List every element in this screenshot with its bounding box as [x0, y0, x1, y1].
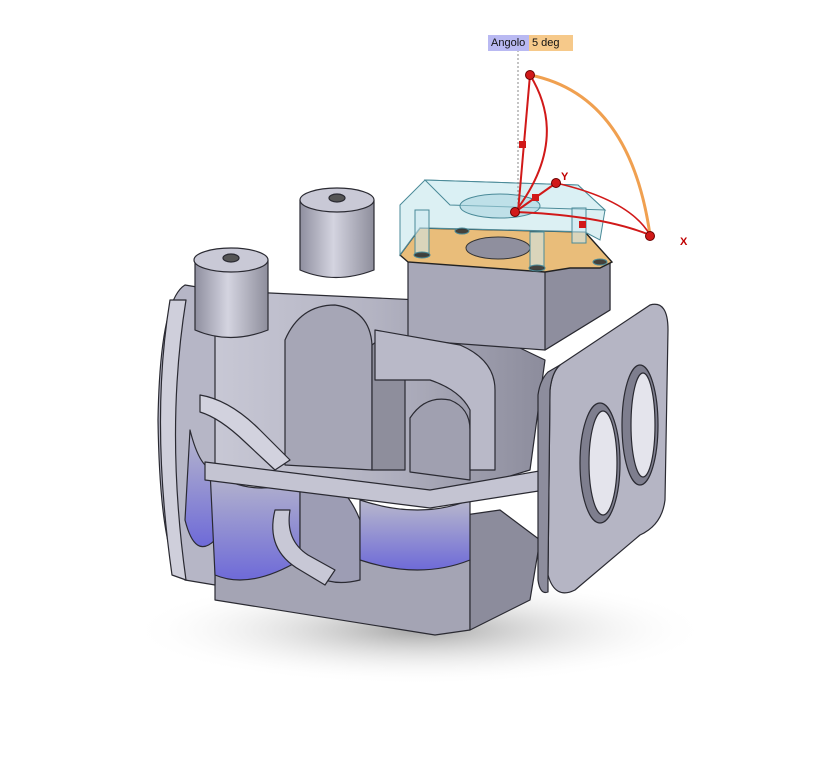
draft-angle-manipulator[interactable]	[510, 50, 655, 241]
manipulator-square-handle-x[interactable]	[579, 221, 586, 228]
angle-dimension-label: Angolo	[488, 35, 529, 51]
manipulator-square-handle-z[interactable]	[519, 141, 526, 148]
axis-y-label: Y	[561, 171, 569, 183]
manipulator-origin[interactable]	[510, 207, 520, 217]
valve-body-part[interactable]	[157, 187, 669, 636]
angle-dimension-value[interactable]: 5 deg	[529, 35, 573, 51]
face-bore-hole	[465, 236, 531, 260]
angle-arc[interactable]	[529, 73, 652, 236]
rotation-arc-y[interactable]	[514, 74, 548, 213]
rotation-axis-x[interactable]	[514, 211, 651, 236]
manipulator-handle-y[interactable]	[551, 178, 561, 188]
rotation-arc-x[interactable]	[555, 182, 651, 236]
manipulator-square-handle-y[interactable]	[532, 194, 539, 201]
manipulator-handle-top[interactable]	[525, 70, 535, 80]
manipulator-handle-x[interactable]	[645, 231, 655, 241]
axis-x-label: X	[680, 236, 688, 248]
